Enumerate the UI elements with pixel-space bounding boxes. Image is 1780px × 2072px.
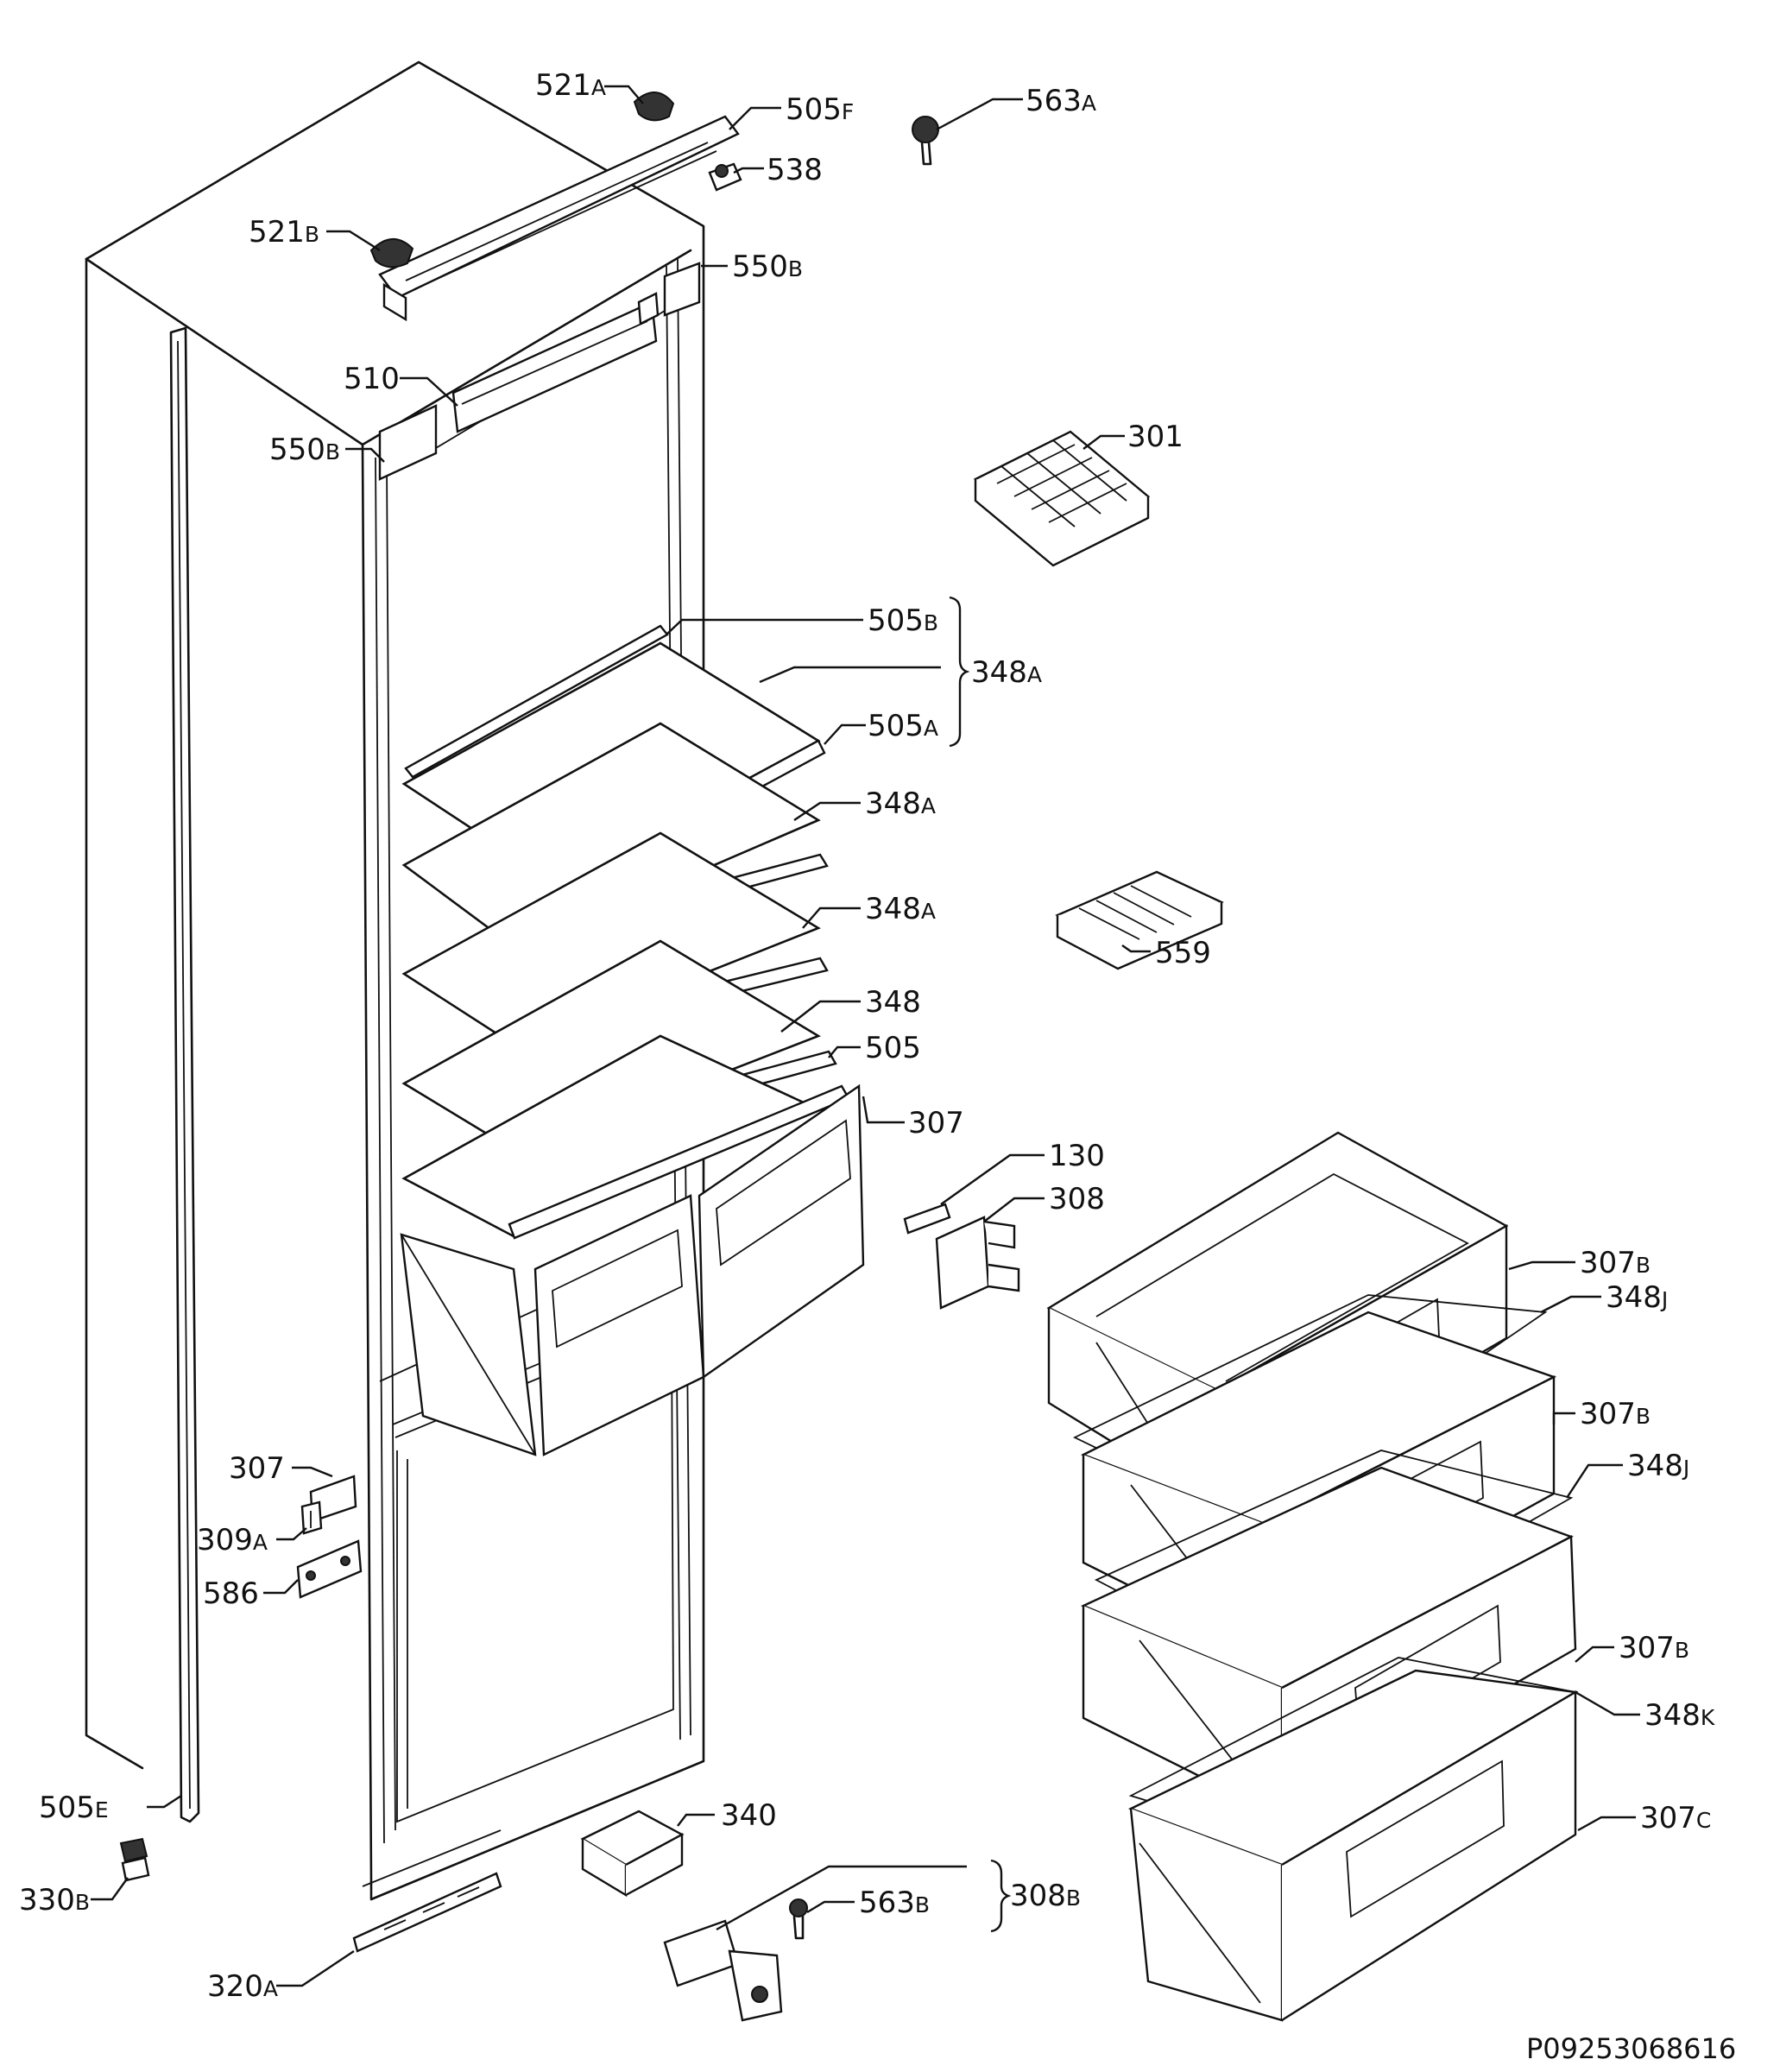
label-505f: 505F bbox=[786, 92, 854, 127]
shelf-assembly bbox=[401, 624, 850, 1240]
rail-320a bbox=[352, 1872, 502, 1953]
air-filter-559 bbox=[1055, 870, 1224, 970]
label-505b: 505B bbox=[868, 603, 938, 638]
label-521a: 521A bbox=[535, 68, 606, 103]
label-521b: 521B bbox=[249, 215, 319, 250]
label-586: 586 bbox=[203, 1576, 259, 1611]
label-340: 340 bbox=[721, 1798, 777, 1833]
screw-563a bbox=[912, 116, 939, 166]
top-hinge-bracket bbox=[378, 115, 740, 325]
label-550b-top: 550B bbox=[732, 250, 803, 284]
label-510: 510 bbox=[344, 362, 400, 396]
label-307-right: 307 bbox=[908, 1106, 964, 1140]
hinge-308b bbox=[663, 1919, 783, 2022]
block-340 bbox=[580, 1810, 685, 1898]
label-348a-group: 348A bbox=[971, 655, 1042, 690]
ice-tray-301 bbox=[973, 430, 1151, 567]
label-307b-2: 307B bbox=[1580, 1397, 1651, 1431]
label-559: 559 bbox=[1155, 936, 1211, 970]
screw-563b bbox=[789, 1898, 808, 1940]
part-130 bbox=[903, 1203, 951, 1235]
label-348j-1: 348J bbox=[1606, 1280, 1668, 1315]
label-505e: 505E bbox=[39, 1791, 109, 1825]
label-348a-2: 348A bbox=[865, 786, 936, 821]
label-308b: 308B bbox=[1010, 1879, 1081, 1913]
label-538: 538 bbox=[767, 153, 823, 187]
hinge-cap-521a bbox=[633, 92, 675, 122]
part-labels: 521A 505F 563A 538 521B 550B 510 550B 30… bbox=[19, 68, 1715, 2004]
label-309a: 309A bbox=[197, 1523, 268, 1557]
part-586 bbox=[296, 1539, 363, 1599]
label-307-left: 307 bbox=[229, 1451, 285, 1486]
label-307c: 307C bbox=[1640, 1801, 1711, 1835]
leader-lines bbox=[91, 85, 1640, 1987]
label-320a: 320A bbox=[207, 1969, 278, 2004]
label-307b-3: 307B bbox=[1619, 1631, 1689, 1665]
label-505a: 505A bbox=[868, 709, 938, 743]
label-505: 505 bbox=[865, 1031, 921, 1065]
upper-drawers-307 bbox=[400, 1083, 865, 1456]
label-563b: 563B bbox=[859, 1886, 930, 1920]
hinge-308 bbox=[935, 1216, 1020, 1310]
label-307b-1: 307B bbox=[1580, 1246, 1651, 1280]
label-301: 301 bbox=[1127, 420, 1184, 454]
label-348k: 348K bbox=[1644, 1698, 1715, 1733]
label-348a-3: 348A bbox=[865, 892, 936, 926]
label-348: 348 bbox=[865, 985, 921, 1020]
label-130: 130 bbox=[1049, 1139, 1105, 1173]
label-563a: 563A bbox=[1026, 84, 1096, 118]
pin-538 bbox=[708, 162, 742, 192]
part-309a bbox=[300, 1500, 323, 1535]
drawing-code: P09253068616 bbox=[1526, 2032, 1736, 2065]
hinge-cap-521b bbox=[369, 238, 414, 268]
brace-308b bbox=[990, 1859, 1012, 1933]
crisper-drawers-307b-307c bbox=[1046, 1131, 1579, 2022]
label-550b-left: 550B bbox=[269, 433, 340, 467]
label-308: 308 bbox=[1049, 1182, 1105, 1216]
foot-330b bbox=[119, 1837, 150, 1882]
brace-348a-group bbox=[949, 596, 970, 748]
label-348j-2: 348J bbox=[1627, 1449, 1689, 1483]
label-330b: 330B bbox=[19, 1883, 90, 1917]
